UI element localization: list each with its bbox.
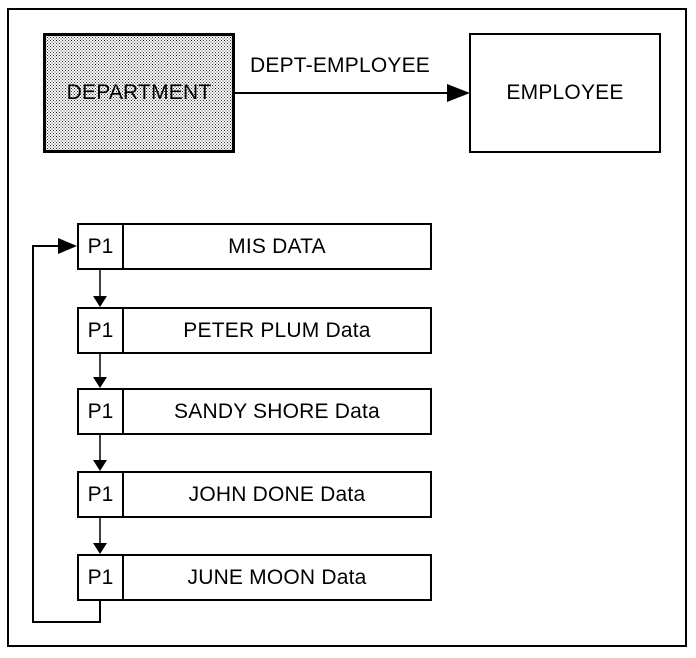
pointer-label: P1 [87,234,114,258]
data-cell: JOHN DONE Data [124,471,432,518]
data-label: JUNE MOON Data [187,565,367,589]
pointer-cell: P1 [77,388,124,435]
pointer-label: P1 [87,399,114,423]
data-label: MIS DATA [228,234,326,258]
data-cell: MIS DATA [124,223,432,270]
data-cell: JUNE MOON Data [124,554,432,601]
diagram-outer-border [7,8,687,647]
pointer-label: P1 [87,482,114,506]
pointer-cell: P1 [77,307,124,354]
employee-entity-box: EMPLOYEE [469,33,661,153]
pointer-cell: P1 [77,471,124,518]
data-label: PETER PLUM Data [183,318,371,342]
department-entity-box: DEPARTMENT [43,33,235,153]
pointer-label: P1 [87,565,114,589]
list-node: P1 PETER PLUM Data [77,307,432,354]
list-node: P1 JUNE MOON Data [77,554,432,601]
employee-label: EMPLOYEE [506,81,624,104]
pointer-cell: P1 [77,223,124,270]
data-label: SANDY SHORE Data [174,399,380,423]
list-node: P1 MIS DATA [77,223,432,270]
pointer-cell: P1 [77,554,124,601]
data-label: JOHN DONE Data [188,482,366,506]
data-cell: SANDY SHORE Data [124,388,432,435]
list-node: P1 JOHN DONE Data [77,471,432,518]
data-cell: PETER PLUM Data [124,307,432,354]
pointer-label: P1 [87,318,114,342]
relationship-label: DEPT-EMPLOYEE [250,54,430,77]
list-node: P1 SANDY SHORE Data [77,388,432,435]
department-label: DEPARTMENT [66,81,212,104]
